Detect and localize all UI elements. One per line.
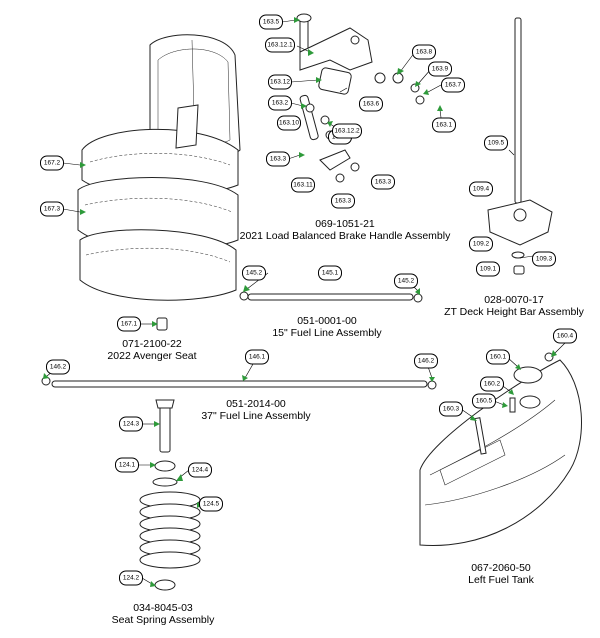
callout-163-3-right[interactable]: 163.3 <box>371 174 395 190</box>
callout-167-1[interactable]: 167.1 <box>117 316 141 332</box>
callout-146-1[interactable]: 146.1 <box>245 349 269 365</box>
callout-160-4[interactable]: 160.4 <box>553 328 577 344</box>
spring-name: Seat Spring Assembly <box>111 614 215 626</box>
callout-109-4[interactable]: 109.4 <box>469 181 493 197</box>
callout-163-3-bottom[interactable]: 163.3 <box>331 193 355 209</box>
callout-145-2-left[interactable]: 145.2 <box>242 265 266 281</box>
seat-drawing <box>77 34 241 331</box>
callout-167-3[interactable]: 167.3 <box>40 201 64 217</box>
callout-163-3-left[interactable]: 163.3 <box>266 151 290 167</box>
fuel-line-15-part-number: 051-0001-00 <box>297 315 357 327</box>
tank-name: Left Fuel Tank <box>468 574 534 586</box>
callout-145-2-right[interactable]: 145.2 <box>394 273 418 289</box>
callout-109-1[interactable]: 109.1 <box>476 261 500 277</box>
callout-124-5[interactable]: 124.5 <box>199 496 223 512</box>
brake-part-number: 069-1051-21 <box>315 218 375 230</box>
callout-163-5[interactable]: 163.5 <box>259 14 283 30</box>
callout-160-5[interactable]: 160.5 <box>472 393 496 409</box>
seat-name: 2022 Avenger Seat <box>107 350 197 362</box>
callout-163-12[interactable]: 163.12 <box>268 74 292 90</box>
callout-160-2[interactable]: 160.2 <box>480 376 504 392</box>
callout-163-9[interactable]: 163.9 <box>428 61 452 77</box>
fuel-line-15-name: 15" Fuel Line Assembly <box>272 327 382 339</box>
caption-seat: 071-2100-22 2022 Avenger Seat <box>107 338 196 362</box>
callout-160-3[interactable]: 160.3 <box>439 401 463 417</box>
callout-146-2-right[interactable]: 146.2 <box>414 353 438 369</box>
fuel-line-37-part-number: 051-2014-00 <box>226 398 286 410</box>
callout-163-12-1[interactable]: 163.12.1 <box>265 37 295 53</box>
callout-163-6[interactable]: 163.6 <box>359 96 383 112</box>
callout-145-1[interactable]: 145.1 <box>318 265 342 281</box>
callout-146-2-left[interactable]: 146.2 <box>46 359 70 375</box>
seat-part-number: 071-2100-22 <box>122 338 182 350</box>
callout-124-4[interactable]: 124.4 <box>188 462 212 478</box>
deck-bar-part-number: 028-0070-17 <box>484 294 544 306</box>
fuel-line-37-name: 37" Fuel Line Assembly <box>201 410 311 422</box>
spring-drawing <box>139 399 201 591</box>
deck-bar-drawing <box>487 17 553 275</box>
deck-bar-name: ZT Deck Height Bar Assembly <box>444 306 584 318</box>
callout-163-8[interactable]: 163.8 <box>412 44 436 60</box>
fuel-lines-drawing <box>41 291 437 390</box>
callout-109-2[interactable]: 109.2 <box>469 236 493 252</box>
caption-fuel-line-15: 051-0001-00 15" Fuel Line Assembly <box>272 315 381 339</box>
callout-109-3[interactable]: 109.3 <box>532 251 556 267</box>
callout-160-1[interactable]: 160.1 <box>486 349 510 365</box>
callout-163-2[interactable]: 163.2 <box>268 95 292 111</box>
callout-109-5[interactable]: 109.5 <box>484 135 508 151</box>
callout-124-3[interactable]: 124.3 <box>119 416 143 432</box>
fuel-tank-drawing <box>419 352 582 547</box>
caption-spring: 034-8045-03 Seat Spring Assembly <box>112 602 215 626</box>
callout-167-2[interactable]: 167.2 <box>40 155 64 171</box>
callout-163-12-2[interactable]: 163.12.2 <box>332 123 362 139</box>
caption-fuel-line-37: 051-2014-00 37" Fuel Line Assembly <box>201 398 310 422</box>
callout-124-1[interactable]: 124.1 <box>115 457 139 473</box>
tank-part-number: 067-2060-50 <box>471 562 531 574</box>
callout-163-7[interactable]: 163.7 <box>441 77 465 93</box>
callout-163-1[interactable]: 163.1 <box>432 117 456 133</box>
brake-name: 2021 Load Balanced Brake Handle Assembly <box>239 230 451 242</box>
caption-fuel-tank: 067-2060-50 Left Fuel Tank <box>468 562 534 586</box>
spring-part-number: 034-8045-03 <box>133 602 193 614</box>
callout-163-10[interactable]: 163.10 <box>277 115 301 131</box>
callout-163-11[interactable]: 163.11 <box>291 177 315 193</box>
caption-deck-bar: 028-0070-17 ZT Deck Height Bar Assembly <box>444 294 584 318</box>
caption-brake-handle: 069-1051-21 2021 Load Balanced Brake Han… <box>240 218 451 242</box>
callout-124-2[interactable]: 124.2 <box>119 570 143 586</box>
